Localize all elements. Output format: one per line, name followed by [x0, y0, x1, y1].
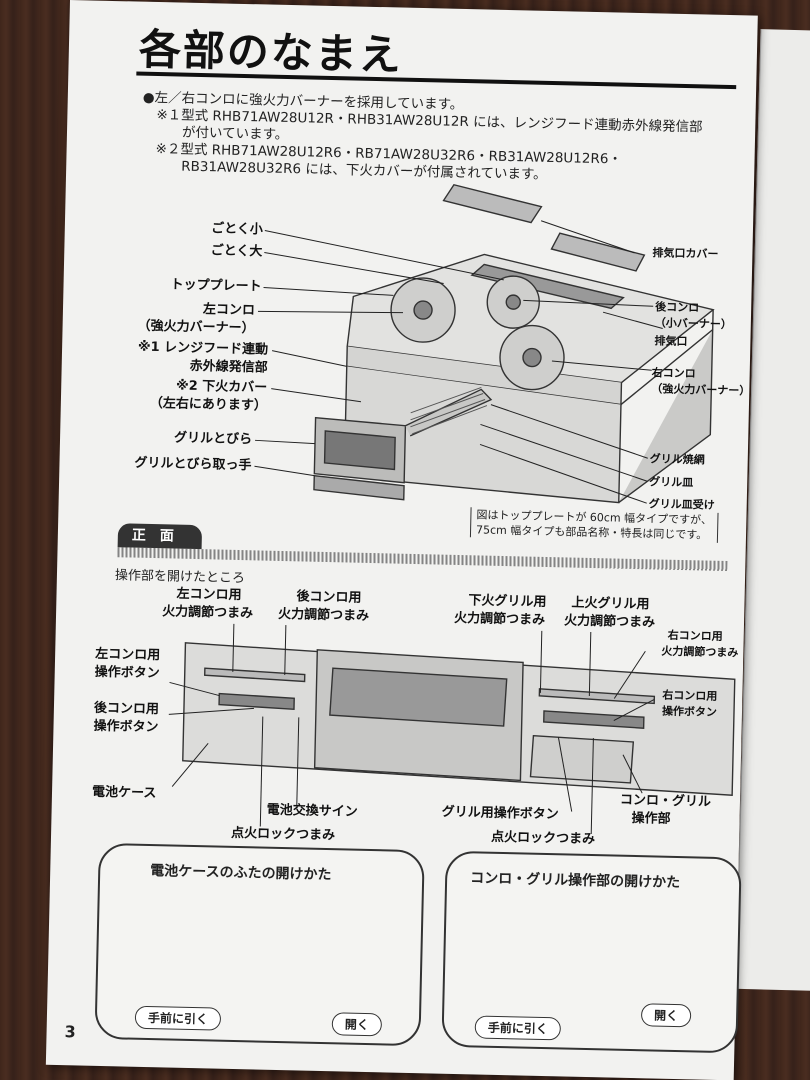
label-right-btn-1: 右コンロ用	[662, 688, 718, 703]
label-back-knob-1: 後コンロ用	[296, 589, 362, 606]
page-number: 3	[64, 1022, 76, 1042]
grill-handle	[313, 474, 405, 501]
label-right-konro: 右コンロ	[651, 366, 696, 381]
label-back-btn-2: 操作ボタン	[93, 718, 159, 736]
label-back-btn-1: 後コンロ用	[93, 700, 160, 718]
label-grill-dish: グリル皿	[649, 475, 694, 490]
label-right-knob-2: 火力調節つまみ	[661, 644, 739, 660]
label-right-konro-sub: （強火力バーナー）	[651, 382, 751, 398]
figure-note: 図はトッププレートが 60cm 幅タイプですが、 75cm 幅タイプも部品名称・…	[469, 507, 719, 543]
label-gotoku-small: ごとく小	[211, 221, 264, 238]
label-konro-grill-1: コンロ・グリル	[619, 792, 712, 810]
label-grill-net: グリル焼網	[649, 452, 705, 467]
label-konro-grill-2: 操作部	[631, 810, 671, 827]
label-back-knob-2: 火力調節つまみ	[277, 606, 370, 624]
front-section-tab: 正面	[117, 523, 203, 550]
label-exhaust-cover: 排気口カバー	[652, 246, 719, 261]
label-grill-door: グリルとびら	[173, 430, 253, 448]
opened-note: 操作部を開けたところ	[114, 568, 246, 587]
label-upper-grill-2: 火力調節つまみ	[563, 613, 656, 631]
battery-pull-label: 手前に引く	[134, 1005, 222, 1031]
label-grill-button: グリル用操作ボタン	[441, 804, 559, 823]
grill-window	[329, 667, 508, 727]
label-ignition-lock-left: 点火ロックつまみ	[230, 825, 336, 844]
label-right-btn-2: 操作ボタン	[661, 704, 718, 719]
exhaust-cover-right	[550, 232, 646, 272]
label-battery-sign: 電池交換サイン	[266, 802, 358, 820]
operation-pull-label: 手前に引く	[474, 1015, 562, 1041]
label-left-knob-2: 火力調節つまみ	[161, 604, 254, 622]
operation-open-label: 開く	[640, 1003, 692, 1028]
label-right-knob-1: 右コンロ用	[667, 628, 723, 643]
manual-page: 各部のなまえ ●左／右コンロに強火力バーナーを採用しています。 ※１型式 RHB…	[45, 0, 758, 1080]
label-ignition-lock-right: 点火ロックつまみ	[490, 829, 596, 848]
label-upper-grill-1: 上火グリル用	[571, 595, 650, 613]
exhaust-cover-left	[442, 183, 543, 224]
label-exhaust: 排気口	[654, 334, 688, 349]
battery-panel-title: 電池ケースのふたの開けかた	[150, 863, 332, 884]
label-left-knob-1: 左コンロ用	[176, 586, 242, 604]
label-left-konro-sub: （強火力バーナー）	[137, 318, 255, 337]
label-back-konro: 後コンロ	[655, 300, 700, 315]
operation-unit	[529, 734, 635, 784]
label-top-plate: トッププレート	[170, 277, 262, 295]
label-left-btn-2: 操作ボタン	[94, 664, 160, 682]
label-back-konro-sub: （小バーナー）	[654, 316, 732, 332]
label-lower-grill-2: 火力調節つまみ	[453, 610, 546, 628]
label-left-btn-1: 左コンロ用	[94, 646, 161, 664]
label-gotoku-large: ごとく大	[210, 243, 263, 260]
battery-open-label: 開く	[331, 1012, 383, 1037]
label-lower-grill-1: 下火グリル用	[468, 593, 547, 610]
label-battery-case: 電池ケース	[91, 784, 157, 802]
label-left-konro: 左コンロ	[202, 302, 256, 319]
